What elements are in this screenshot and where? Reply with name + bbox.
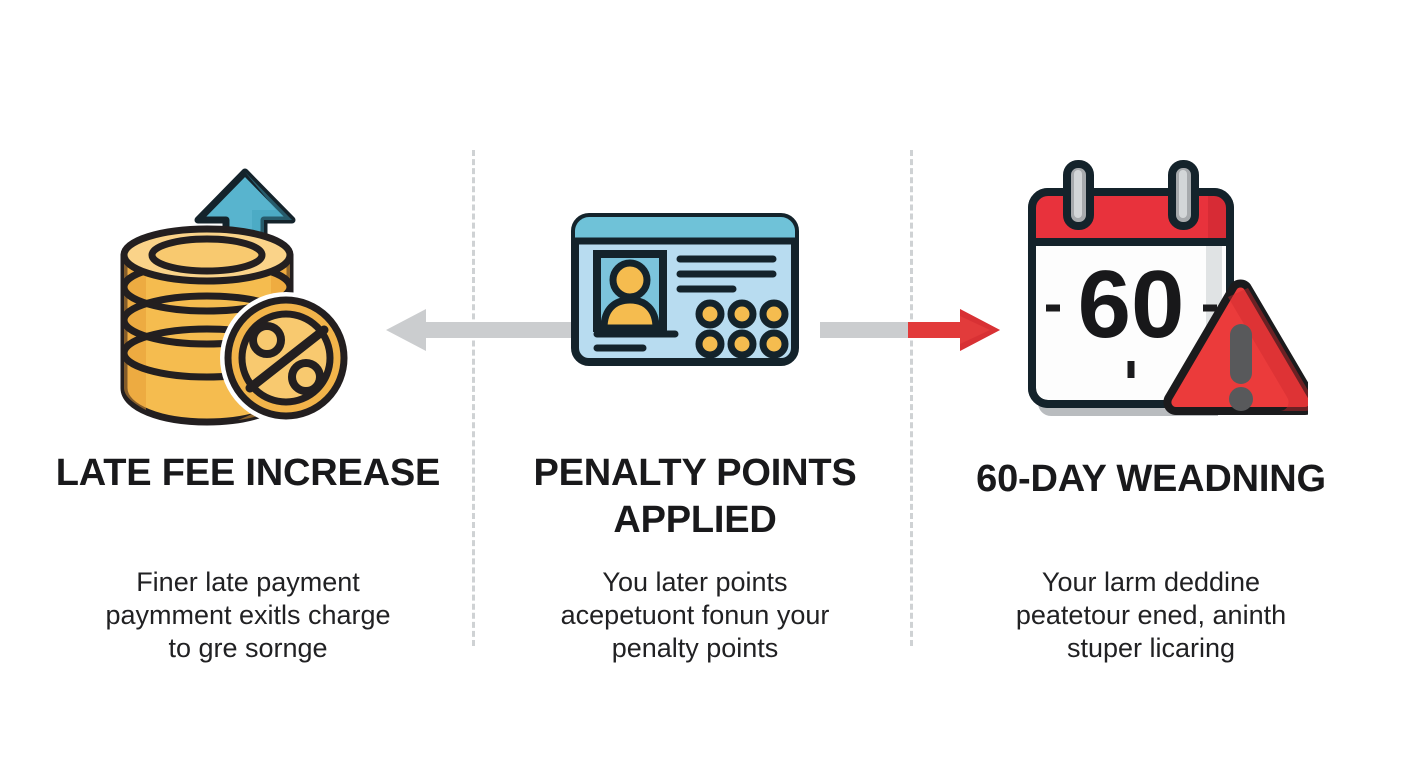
column-penalty-points-applied: PENALTY POINTS APPLIED You later points … [478,0,912,768]
warning-triangle-icon [1163,279,1308,415]
percent-coin-icon [220,292,352,424]
card-dot-grid [695,299,789,359]
title-line-2: APPLIED [613,499,777,541]
body-line-1: Your larm deddine [1041,567,1261,597]
icon-zone-late-fee [18,150,478,440]
card-bottom-lines [593,330,679,352]
id-card-icon [570,212,800,367]
icon-zone-penalty-points [478,150,912,440]
calendar-warning-icon: 60 [1018,156,1308,431]
body-line-2: peatetour ened, aninth [1015,600,1287,630]
portrait-avatar-icon [600,259,660,332]
calendar-rings [1063,160,1199,230]
column-divider-left [472,150,475,646]
title-line-1: PENALTY POINTS [533,452,857,494]
coin-stack-percent-icon [106,160,366,430]
icon-zone-60-day: 60 [912,150,1390,440]
title-line-2: WEADNING [1116,458,1326,500]
body-line-2: paymment exitls charge [105,600,391,630]
body-line-2: acepetuont fonun your [560,600,830,630]
card-text-lines [676,255,777,293]
body-line-3: penalty points [611,633,779,663]
body-line-1: You later points [602,567,788,597]
title-line-2: INCREASE [245,452,441,494]
column-divider-right [910,150,913,646]
body-penalty-points-applied: You later points acepetuont fonun your p… [478,566,912,665]
title-line-1: 60-DAY [976,458,1106,500]
column-60-day-weadning: 60 60-DAY WEADNING Your larm deddine pe [912,0,1390,768]
calendar-ticks [1046,304,1217,378]
title-penalty-points-applied: PENALTY POINTS APPLIED [478,450,912,544]
column-late-fee-increase: LATE FEE INCREASE Finer late payment pay… [18,0,478,768]
title-line-1: LATE FEE [55,452,236,494]
body-line-1: Finer late payment [136,567,360,597]
body-line-3: stuper licaring [1066,633,1236,663]
arrow-left [386,308,586,352]
title-60-day-weadning: 60-DAY WEADNING [912,456,1390,503]
arrow-right [820,308,1000,352]
title-late-fee-increase: LATE FEE INCREASE [18,450,478,497]
calendar-number: 60 [1078,251,1185,358]
body-60-day-weadning: Your larm deddine peatetour ened, aninth… [912,566,1390,665]
body-late-fee-increase: Finer late payment paymment exitls charg… [18,566,478,665]
body-line-3: to gre sornge [168,633,328,663]
